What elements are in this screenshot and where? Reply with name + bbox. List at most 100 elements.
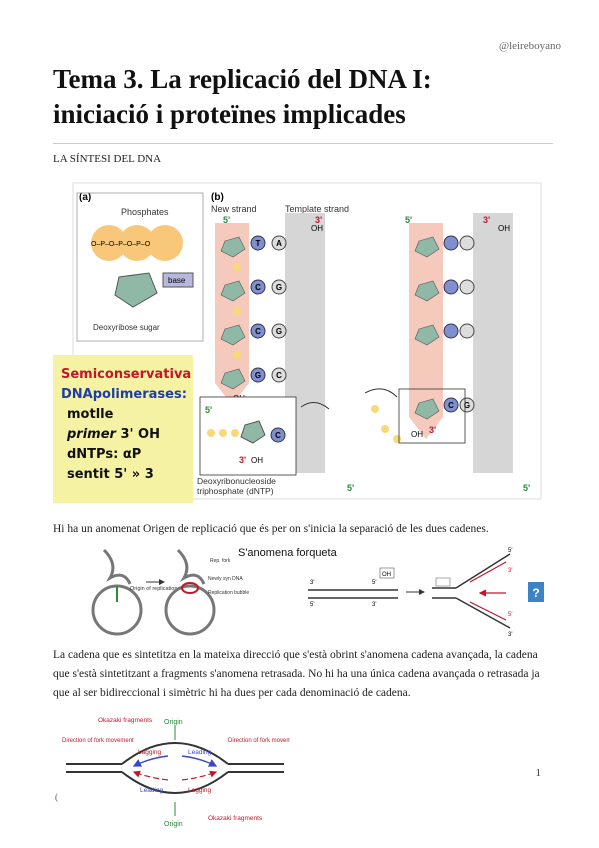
help-icon-glyph: ? (532, 586, 539, 600)
label-3prime-c: 3' (239, 455, 246, 465)
origin-label: Origin of replication (130, 586, 177, 592)
direction-left-label: Direction of fork movement (62, 738, 134, 744)
para2-sentence-1: La cadena que es sintetitza en la mateix… (53, 649, 503, 661)
okazaki-top-label: Okazaki fragments (98, 717, 153, 724)
label-3prime-e: 3' (429, 425, 436, 435)
label-3prime-d: 3' (483, 215, 490, 225)
fork-annotation: S'anomena forqueta (238, 547, 338, 559)
release-arrow (364, 388, 398, 398)
para2-sentence-3: No hi ha una única cadena avançada (305, 668, 476, 680)
nt-6: G (276, 327, 282, 336)
sticky-primer: primer (67, 427, 116, 442)
label-5prime-d: 5' (405, 215, 412, 225)
sticky-line-6: sentit 5' » 3 (67, 467, 154, 482)
nt-2: A (276, 239, 282, 248)
label-oh-c: OH (251, 456, 263, 465)
okazaki-bottom-label: Okazaki fragments (208, 815, 263, 822)
help-icon (528, 582, 544, 602)
new-strand-label: New strand (211, 204, 257, 214)
title-line-1: Tema 3. La replicació del DNA I: (53, 64, 432, 94)
nt-7: G (255, 371, 261, 380)
leading-lagging-paragraph: La cadena que es sintetitza en la mateix… (53, 646, 553, 703)
leading-bottom-left: Leading (140, 787, 164, 794)
lagging-top-left: Lagging (138, 749, 162, 756)
duplex-diagram: OH 3' 5' 5' 3' (308, 567, 425, 608)
label-oh-a: OH (311, 224, 323, 233)
nt-9: C (448, 401, 454, 410)
nt-4: G (276, 283, 282, 292)
leading-top-right: Leading (188, 749, 212, 756)
lagging-bottom-right: Lagging (188, 787, 212, 794)
origin-paragraph: Hi ha un anomenat Origen de replicació q… (53, 523, 489, 535)
nt-8: C (276, 371, 282, 380)
duplex-3b: 3' (372, 602, 376, 608)
label-5prime-e: 5' (523, 483, 530, 493)
origin-bottom-label: Origin (164, 821, 183, 828)
label-5prime-a: 5' (223, 215, 230, 225)
duplex-3a: 3' (310, 580, 314, 586)
rep-fork-label: Rep. fork (210, 558, 231, 564)
bubble-bottom (121, 771, 229, 794)
sticky-oh: 3' OH (120, 427, 160, 442)
page-number: 1 (535, 767, 542, 779)
fork-5b: 5' (508, 612, 512, 618)
dntp-molecule: C (207, 420, 286, 444)
sticky-line-2: DNApolimerases: (61, 387, 187, 402)
origin-diagram: Origin of replication Newly syn DNA Repl… (91, 548, 249, 636)
replication-fork-figure: Origin of replication Newly syn DNA Repl… (91, 547, 544, 638)
phosphates-label: Phosphates (121, 207, 169, 217)
dntp-base: C (275, 431, 281, 440)
replication-bubble-figure: Origin Origin Okazaki fragments Okazaki … (62, 717, 290, 828)
sticky-line-3: motlle (67, 407, 114, 422)
helix-right: C G 5' 3' OH 3' OH 5' (398, 213, 530, 493)
bubble-top (121, 742, 229, 765)
summary-sticky-note: Semiconservativa DNApolimerases: motlle … (53, 355, 193, 503)
title-line-2: iniciació i proteïnes implicades (53, 99, 406, 129)
fork-3a: 3' (508, 568, 512, 574)
sticky-line-5: dNTPs: αP (67, 447, 142, 462)
dna-synthesis-figure: (a) Phosphates O–P–O–P–O–P–O base Deoxyr… (53, 173, 546, 503)
phosphate-group: O–P–O–P–O–P–O (91, 225, 183, 261)
dntp-label-1: Deoxyribonucleoside (197, 476, 276, 486)
fork-diagram: 5' 3' 5' 3' (432, 548, 512, 638)
fork-5a: 5' (508, 548, 512, 554)
new-nucleotide-box (398, 388, 466, 444)
panel-b-label: (b) (211, 192, 224, 203)
nt-1: T (256, 239, 261, 248)
panel-a-box (76, 192, 204, 342)
addition-arrow (300, 402, 330, 410)
fork-3b: 3' (508, 632, 512, 638)
base-label: base (168, 276, 186, 285)
deoxyribose-label: Deoxyribose sugar (93, 323, 160, 332)
nt-3: C (255, 283, 261, 292)
origin-top-label: Origin (164, 719, 183, 726)
bubble-label: Replication bubble (208, 590, 249, 596)
label-5prime-b: 5' (347, 483, 354, 493)
sticky-line-4: primer 3' OH (61, 425, 185, 445)
label-5prime-c: 5' (205, 405, 212, 415)
newly-label: Newly syn DNA (208, 576, 243, 582)
duplex-5b: 5' (310, 602, 314, 608)
label-oh-e: OH (411, 430, 423, 439)
section-heading: LA SÍNTESI DEL DNA (53, 153, 162, 165)
nt-10: G (464, 401, 470, 410)
template-strand-label: Template strand (285, 204, 349, 214)
nt-5: C (255, 327, 261, 336)
panel-a-label: (a) (79, 192, 91, 203)
sticky-line-1: Semiconservativa (61, 367, 192, 382)
para2-sentence-4: o retrasada ja que al ser bidireccional … (53, 668, 540, 699)
page-title: Tema 3. La replicació del DNA I: iniciac… (53, 62, 553, 132)
direction-right-label: Direction of fork movement (228, 738, 290, 744)
stray-glyph: ( (55, 792, 58, 802)
para2-sentence-2: cadena que s'està sintetitzant a fragmen… (53, 649, 538, 680)
label-3prime-a: 3' (315, 215, 322, 225)
duplex-oh: OH (382, 572, 391, 578)
author-handle: @leireboyano (498, 40, 561, 52)
dntp-label-2: triphosphate (dNTP) (197, 486, 274, 496)
label-oh-d: OH (498, 224, 510, 233)
title-divider (53, 143, 553, 144)
base-box (162, 272, 194, 288)
svg-text:O–P–O–P–O–P–O: O–P–O–P–O–P–O (91, 241, 151, 248)
sugar-ring (114, 272, 158, 308)
duplex-5a: 5' (372, 580, 376, 586)
